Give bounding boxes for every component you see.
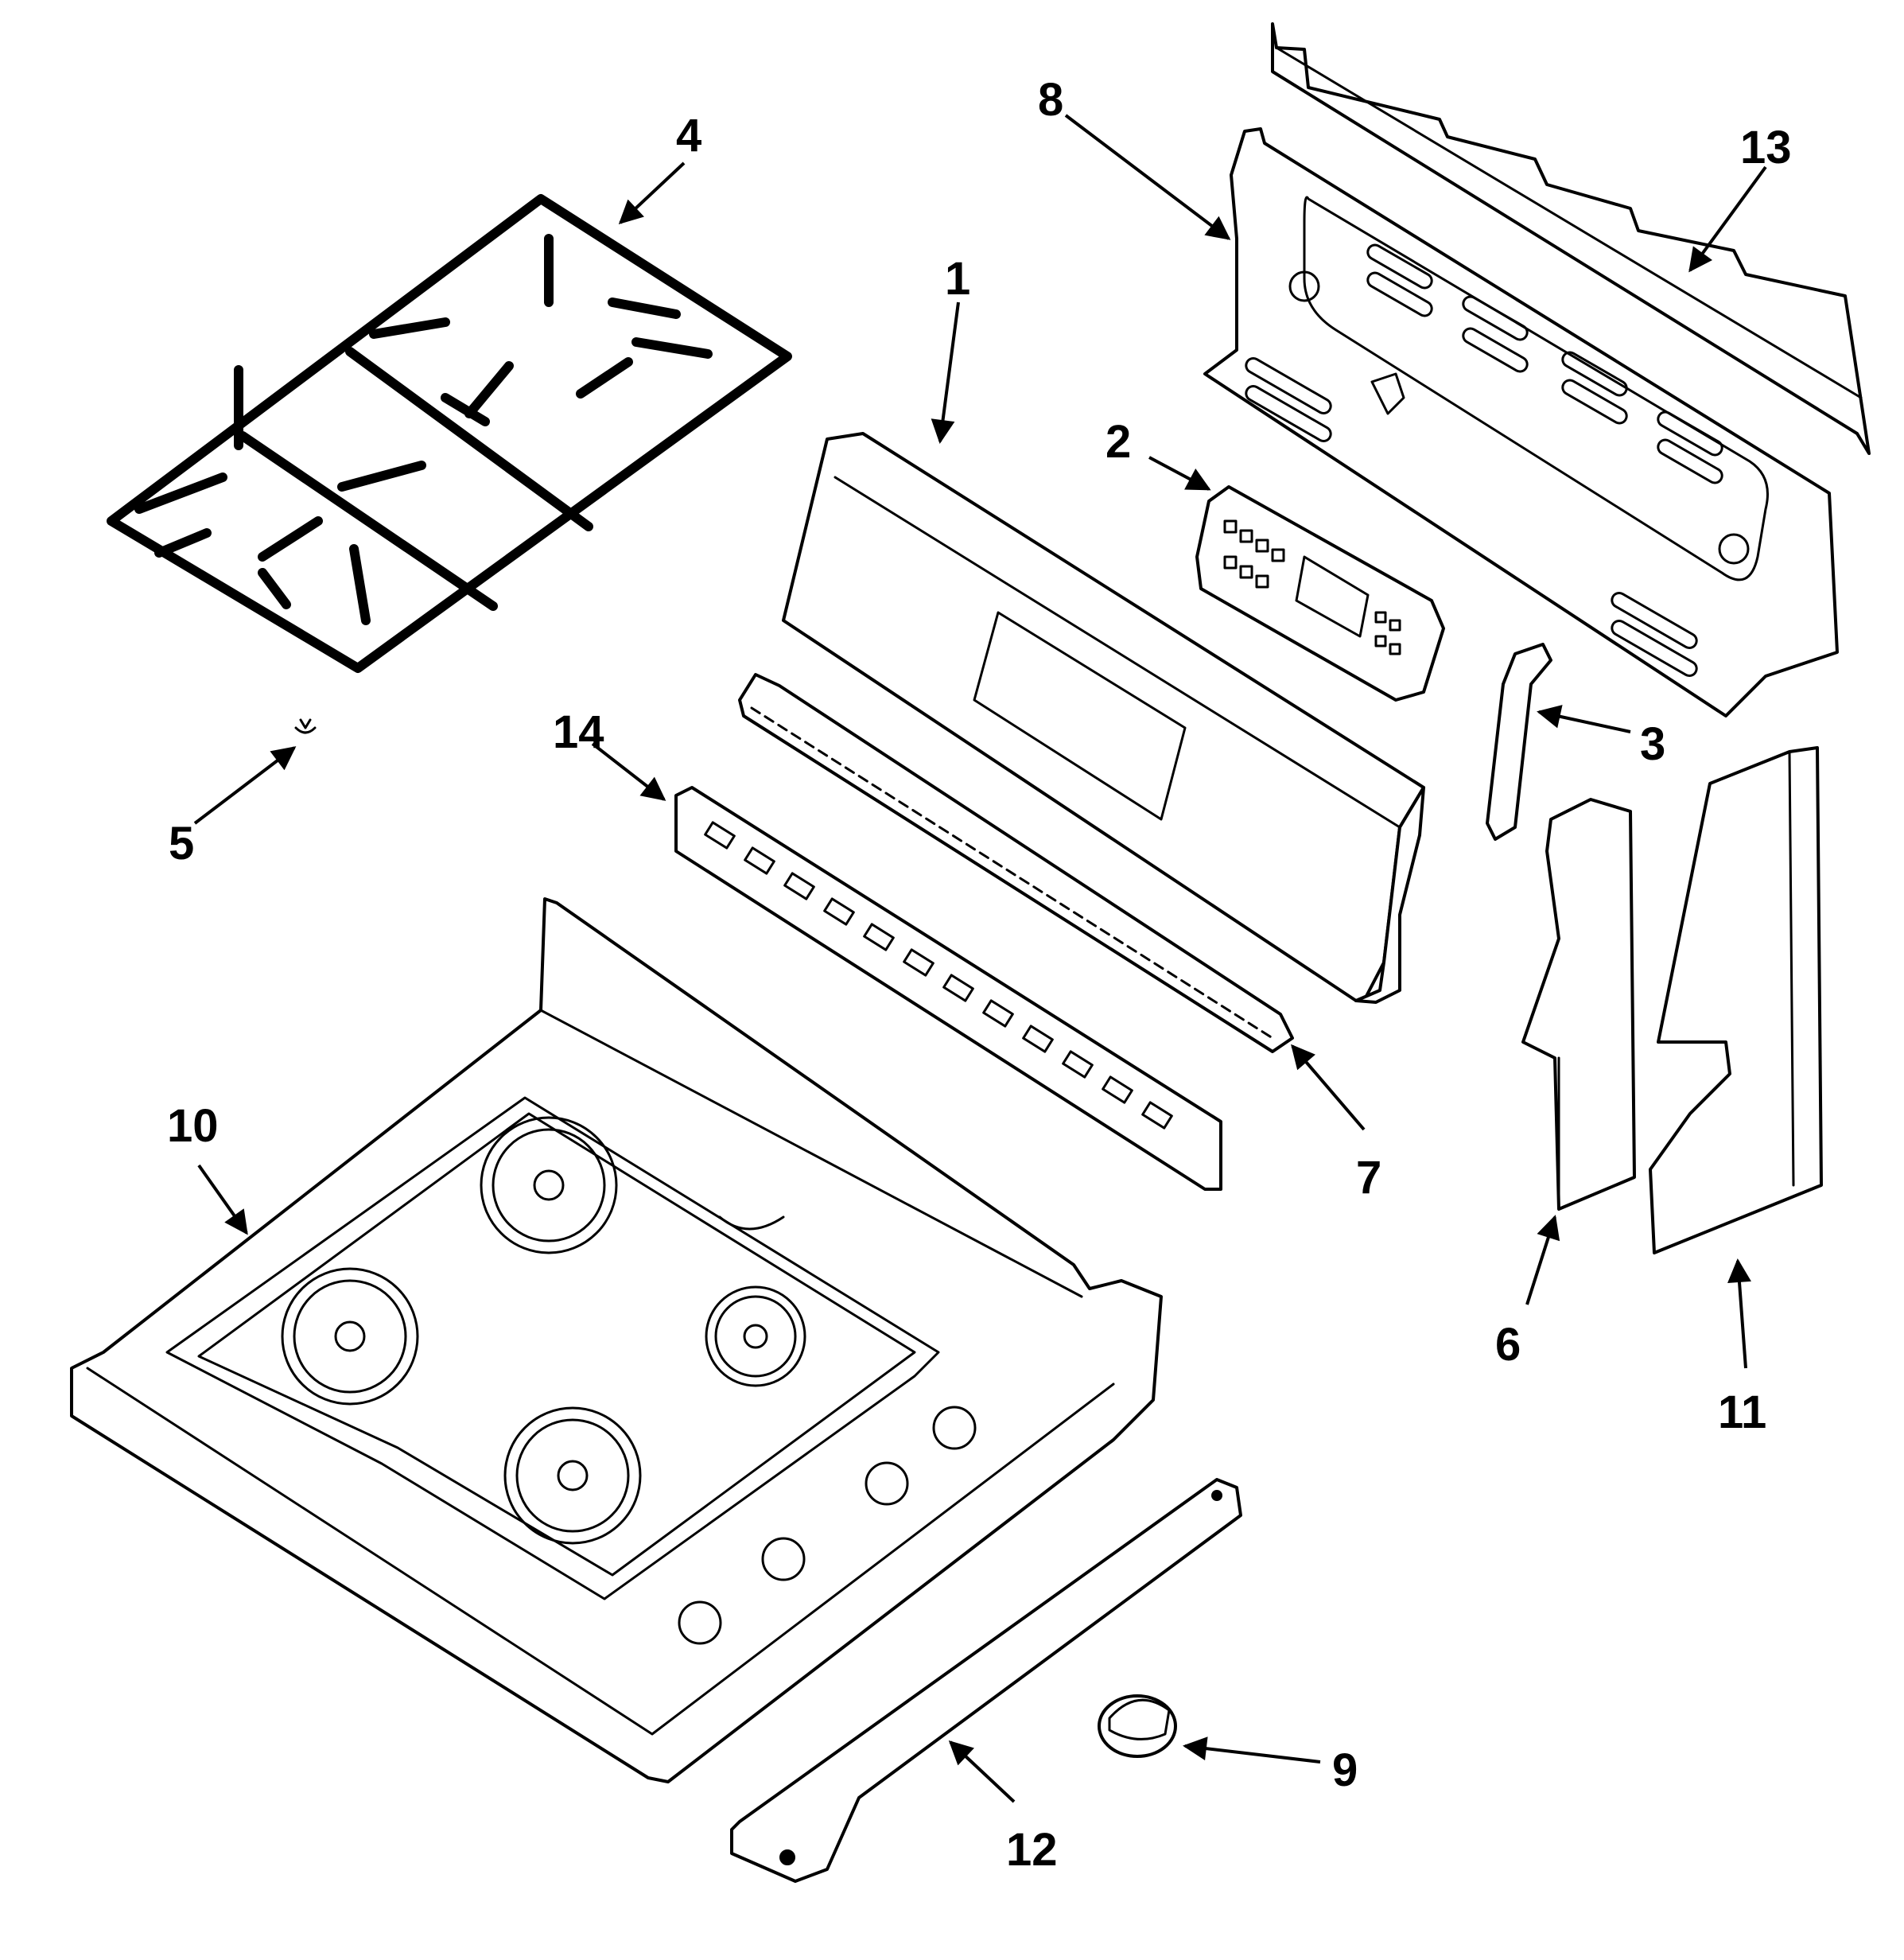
control-panel [782, 432, 1425, 1004]
callout-labels: 1 2 3 4 5 6 7 8 9 10 11 12 13 14 [167, 74, 1792, 1876]
side-bracket [1486, 643, 1552, 841]
side-trim-right [1649, 746, 1823, 1254]
callout-5: 5 [169, 818, 194, 869]
leader-lines [193, 114, 1767, 1803]
callout-9: 9 [1332, 1744, 1358, 1796]
end-cap-left [1521, 798, 1636, 1211]
panel-support-bracket [738, 673, 1294, 1053]
callout-12: 12 [1006, 1824, 1058, 1876]
callout-10: 10 [167, 1100, 219, 1152]
rear-vent-trim [1271, 22, 1871, 455]
burner-grate [107, 194, 792, 673]
callout-4: 4 [676, 110, 701, 161]
vent-trim-strip [674, 786, 1222, 1191]
control-knob [1098, 1694, 1177, 1758]
callout-6: 6 [1495, 1319, 1521, 1371]
callout-8: 8 [1038, 74, 1063, 126]
callout-1: 1 [945, 253, 970, 305]
callout-11: 11 [1718, 1386, 1766, 1438]
cooktop [70, 897, 1163, 1783]
rear-panel [1203, 127, 1839, 718]
grate-bumper [294, 718, 317, 734]
callout-3: 3 [1640, 718, 1665, 770]
callout-7: 7 [1356, 1152, 1381, 1204]
lower-rail [730, 1478, 1242, 1883]
callout-13: 13 [1740, 122, 1792, 173]
callout-14: 14 [553, 706, 604, 758]
callout-2: 2 [1105, 416, 1131, 468]
control-clock [1195, 485, 1445, 702]
